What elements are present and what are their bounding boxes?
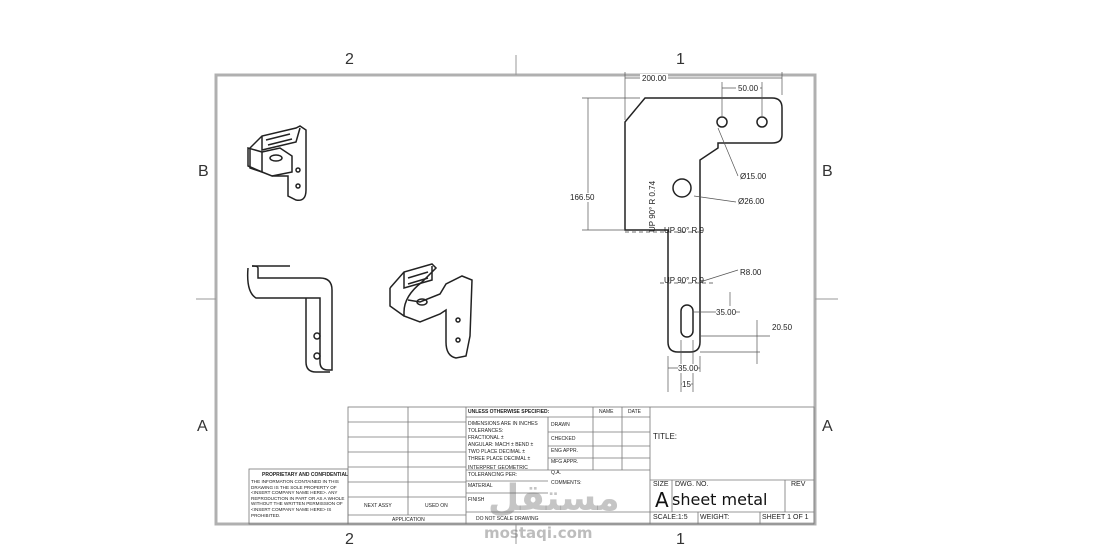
zone-label-top-2: 2 bbox=[345, 51, 354, 68]
tb-dims-5: TWO PLACE DECIMAL ± bbox=[468, 449, 526, 455]
tb-sheet: SHEET 1 OF 1 bbox=[762, 514, 809, 521]
tb-proprietary-title: PROPRIETARY AND CONFIDENTIAL bbox=[262, 472, 349, 478]
tb-application: APPLICATION bbox=[392, 517, 425, 523]
dimension-200: 200.00 bbox=[640, 74, 669, 83]
flat-pattern-view bbox=[624, 97, 783, 353]
dimension-dia26: Ø26.00 bbox=[738, 197, 765, 206]
tb-dims-4: ANGULAR: MACH ± BEND ± bbox=[468, 442, 534, 448]
tb-dwg-no-label: DWG. NO. bbox=[675, 481, 709, 488]
tb-eng-appr: ENG APPR. bbox=[551, 448, 578, 454]
bend-note-3: UP 90° R 9 bbox=[664, 276, 704, 285]
tb-mfg-appr: MFG APPR. bbox=[551, 459, 579, 465]
zone-label-bottom-1: 1 bbox=[676, 531, 685, 548]
tb-next-assy: NEXT ASSY bbox=[364, 503, 392, 509]
tb-proprietary-body: THE INFORMATION CONTAINED IN THIS DRAWIN… bbox=[251, 479, 345, 518]
zone-label-right-b: B bbox=[822, 163, 833, 180]
tb-interpret: INTERPRET GEOMETRIC bbox=[468, 465, 528, 471]
tb-dims-1: DIMENSIONS ARE IN INCHES bbox=[468, 421, 538, 427]
dimension-dia15: Ø15.00 bbox=[740, 172, 767, 181]
dimension-35-lower: 35.00 bbox=[678, 364, 699, 373]
tb-weight: WEIGHT: bbox=[700, 514, 730, 521]
tb-comments: COMMENTS: bbox=[551, 480, 582, 486]
tb-used-on: USED ON bbox=[425, 503, 448, 509]
dimension-20: 20.50 bbox=[772, 323, 793, 332]
isometric-view-1 bbox=[247, 125, 307, 202]
dimension-166: 166.50 bbox=[570, 193, 595, 202]
tb-unless: UNLESS OTHERWISE SPECIFIED: bbox=[468, 409, 550, 415]
dimension-15: 15 bbox=[682, 380, 691, 389]
zone-label-bottom-2: 2 bbox=[345, 531, 354, 548]
tb-do-not-scale: DO NOT SCALE DRAWING bbox=[476, 516, 539, 522]
tb-size-value: A bbox=[655, 488, 669, 512]
zone-label-left-b: B bbox=[198, 163, 209, 180]
zone-label-right-a: A bbox=[822, 418, 833, 435]
watermark-url: mostaqi.com bbox=[484, 524, 593, 542]
bend-note-1: UP 90° R 0.74 bbox=[648, 180, 657, 232]
dimension-r8: R8.00 bbox=[740, 268, 762, 277]
tb-checked: CHECKED bbox=[551, 436, 576, 442]
tb-material: MATERIAL bbox=[468, 483, 493, 489]
zone-label-top-1: 1 bbox=[676, 51, 685, 68]
title-block-lines bbox=[248, 406, 815, 525]
zone-label-left-a: A bbox=[197, 418, 208, 435]
tb-scale: SCALE:1:5 bbox=[653, 514, 688, 521]
watermark-logo: مستقل bbox=[488, 478, 620, 519]
tb-name-header: NAME bbox=[599, 409, 614, 415]
tb-dims-3: FRACTIONAL ± bbox=[468, 435, 504, 441]
tb-dims-2: TOLERANCES: bbox=[468, 428, 504, 434]
dimension-50: 50.00 bbox=[736, 84, 761, 93]
isometric-view-2 bbox=[389, 263, 473, 359]
tb-title-label: TITLE: bbox=[653, 432, 678, 441]
tb-finish: FINISH bbox=[468, 497, 485, 503]
tb-size-label: SIZE bbox=[653, 481, 669, 488]
tb-qa: Q.A. bbox=[551, 470, 562, 476]
tb-drawing-name: sheet metal bbox=[672, 490, 768, 509]
tb-rev-label: REV bbox=[791, 481, 806, 488]
tb-tolerancing: TOLERANCING PER: bbox=[468, 472, 518, 478]
dimension-35-upper: 35.00 bbox=[716, 308, 737, 317]
tb-drawn: DRAWN bbox=[551, 422, 570, 428]
tb-dims-6: THREE PLACE DECIMAL ± bbox=[468, 456, 531, 462]
bend-note-2: UP 90° R 9 bbox=[664, 226, 704, 235]
side-view bbox=[246, 265, 333, 373]
tb-date-header: DATE bbox=[628, 409, 641, 415]
